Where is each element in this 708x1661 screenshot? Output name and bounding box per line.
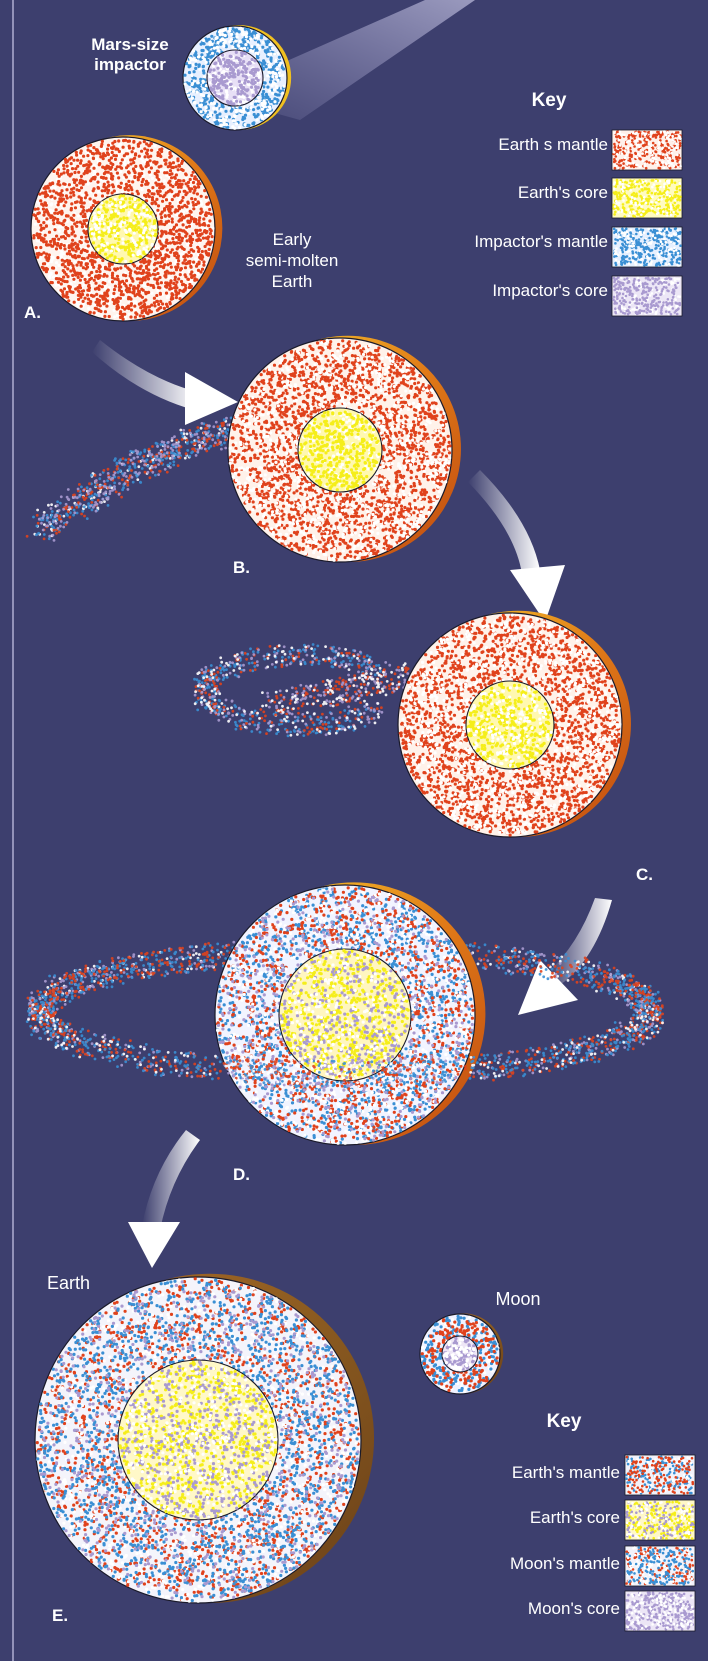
key-top-item-impactor-core: Impactor's core — [492, 281, 608, 300]
key-bottom-title: Key — [547, 1411, 582, 1432]
key-bottom-item-moon-core: Moon's core — [528, 1599, 620, 1618]
stage-c-label: C. — [636, 865, 653, 884]
earth-c — [398, 611, 631, 837]
early-earth-label-line2: semi-molten — [246, 251, 339, 270]
key-top-item-impactor-mantle: Impactor's mantle — [474, 232, 608, 251]
moon-label: Moon — [495, 1289, 540, 1309]
early-earth-a — [31, 135, 222, 321]
earth-e — [35, 1274, 374, 1603]
stage-e-label: E. — [52, 1606, 68, 1625]
key-top-item-earth-mantle: Earth s mantle — [498, 135, 608, 154]
earth-label: Earth — [47, 1273, 90, 1293]
key-top-item-earth-core: Earth's core — [518, 183, 608, 202]
impactor-label-line2: impactor — [94, 55, 166, 74]
impactor-label-line1: Mars-size — [91, 35, 168, 54]
key-bottom-item-earth-core: Earth's core — [530, 1508, 620, 1527]
key-bottom-item-moon-mantle: Moon's mantle — [510, 1554, 620, 1573]
earth-d — [215, 882, 485, 1145]
stage-b-label: B. — [233, 558, 250, 577]
key-top-title: Key — [532, 90, 567, 111]
page-border — [12, 0, 14, 1661]
early-earth-label-line1: Early — [273, 230, 312, 249]
stage-a-label: A. — [24, 303, 41, 322]
early-earth-label-line3: Earth — [272, 272, 313, 291]
earth-b — [228, 336, 461, 562]
moon-e — [420, 1313, 503, 1394]
stage-d-label: D. — [233, 1165, 250, 1184]
mars-size-impactor — [183, 25, 291, 130]
key-bottom-item-earth-mantle: Earth's mantle — [512, 1463, 620, 1482]
